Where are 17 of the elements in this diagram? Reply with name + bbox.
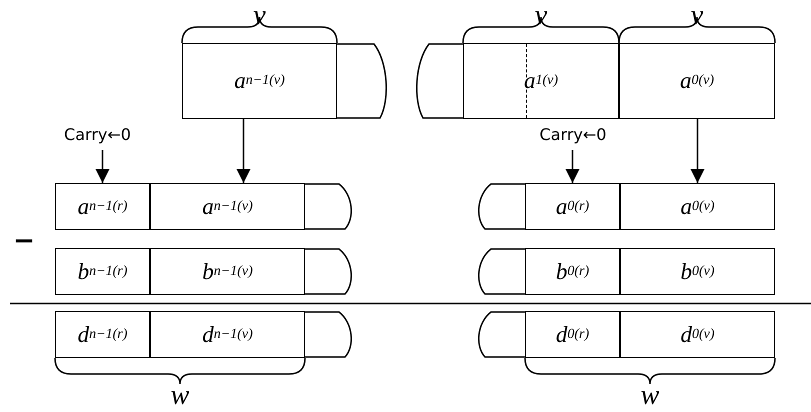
torn-cell (337, 43, 390, 119)
carry-label: Carry←0 (45, 122, 150, 146)
minus-sign: − (13, 228, 35, 254)
arrow (566, 150, 580, 183)
torn-cell (475, 248, 525, 295)
torn-cell (305, 248, 355, 295)
torn-cell (305, 183, 355, 230)
torn-cell (413, 43, 463, 119)
carry-label: Carry←0 (518, 122, 628, 146)
arrow (690, 119, 704, 183)
arrow (236, 119, 250, 183)
torn-cell (475, 311, 525, 358)
width-label: w (640, 382, 660, 410)
torn-cell (475, 183, 525, 230)
torn-cell (305, 311, 355, 358)
width-label: w (170, 382, 190, 410)
arrow (96, 150, 110, 183)
